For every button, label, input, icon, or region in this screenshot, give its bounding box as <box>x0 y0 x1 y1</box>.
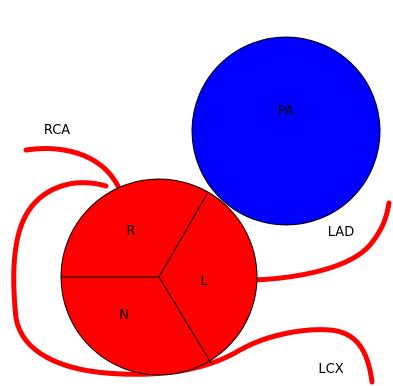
lcx-label: LCX <box>318 362 343 377</box>
pulmonary-artery-circle <box>191 36 381 226</box>
cusp-l-label: L <box>200 274 208 289</box>
lad-label: LAD <box>328 225 354 240</box>
rca-label: RCA <box>44 123 70 138</box>
cusp-n-label: N <box>119 308 129 323</box>
cusp-divider-l-n <box>158 276 212 364</box>
cusp-r-label: R <box>126 224 135 239</box>
lcx-vessel <box>11 180 375 385</box>
pa-label: PA <box>278 104 294 119</box>
cusp-divider-r-l <box>158 193 208 278</box>
rca-vessel <box>23 146 121 189</box>
lad-vessel <box>251 200 392 283</box>
